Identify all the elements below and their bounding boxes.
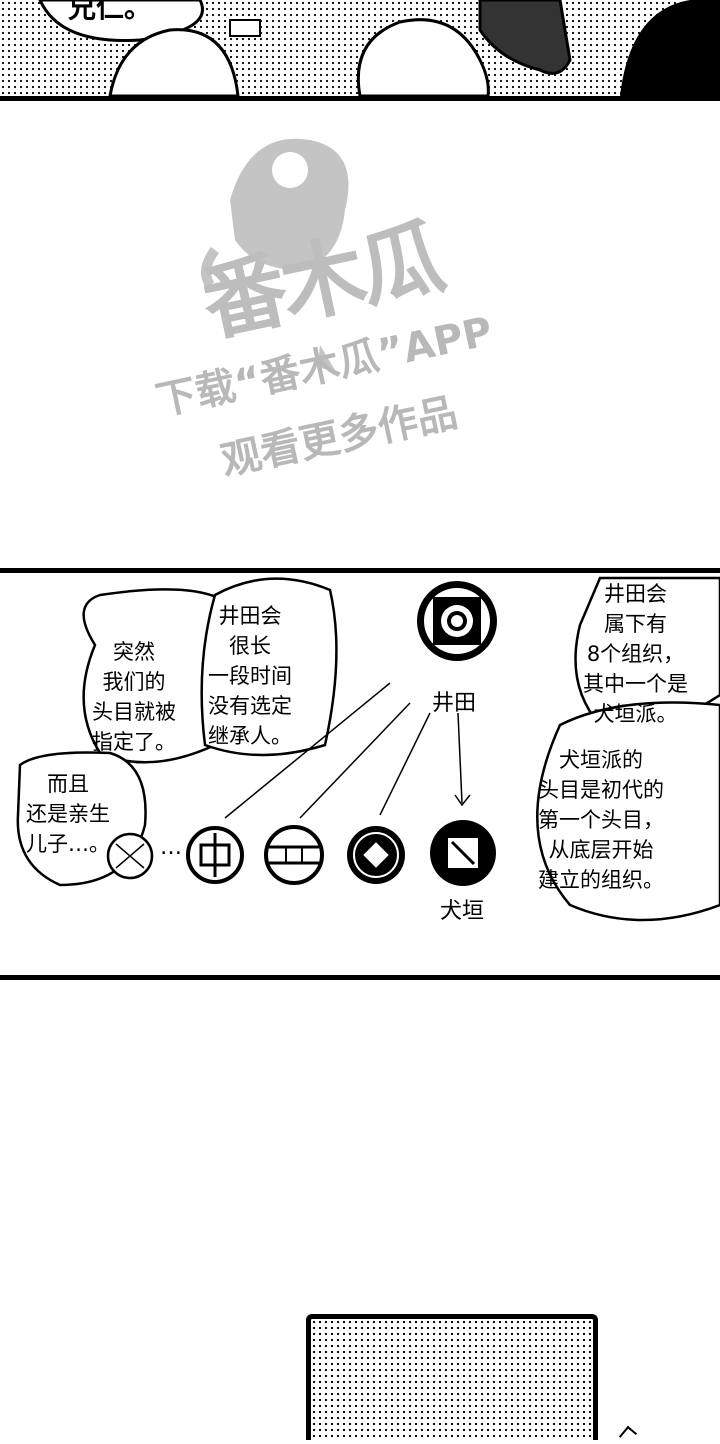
connector-lines: [224, 682, 471, 819]
bottom-bubble-tail: [618, 1425, 638, 1444]
watermark: 番木瓜 下载“番木瓜”APP 观看更多作品: [0, 100, 720, 520]
ida-emblem-label: 井田: [432, 691, 477, 716]
bubble-left-bottom: 而且 还是亲生 儿子…。: [26, 772, 110, 856]
bubble-center: 井田会 很长 一段时间 没有选定 继承人。: [208, 604, 292, 748]
ida-emblem-icon: [417, 581, 497, 661]
diagram-art: [16, 576, 720, 922]
branch-emblem-2-icon: [186, 826, 244, 884]
top-manga-panel: 兄仁。: [0, 0, 720, 101]
partial-emblem-icon: [106, 832, 154, 880]
ellipsis-text: …: [160, 835, 182, 860]
top-panel-art: [0, 0, 720, 96]
organization-diagram-panel: … 突然 我们的 头目就被 指定了。 井田会 很长 一段时间 没有选定 继承人。…: [0, 568, 720, 980]
bubble-right-top: 井田会 属下有 8个组织， 其中一个是 犬垣派。: [583, 582, 688, 726]
bubble-right-bottom: 犬垣派的 头目是初代的 第一个头目， 从底层开始 建立的组织。: [538, 748, 664, 892]
partial-speech-text: 兄仁。: [68, 0, 153, 24]
inugaki-emblem-label: 犬垣: [440, 899, 485, 924]
bubble-left-top: 突然 我们的 头目就被 指定了。: [92, 640, 176, 754]
inugaki-emblem-icon: [430, 820, 496, 886]
branch-emblem-3-icon: [264, 825, 324, 885]
bottom-screentone-panel: [306, 1314, 598, 1440]
watermark-mascot-icon: [201, 138, 349, 370]
branch-emblem-4-icon: [347, 826, 405, 884]
